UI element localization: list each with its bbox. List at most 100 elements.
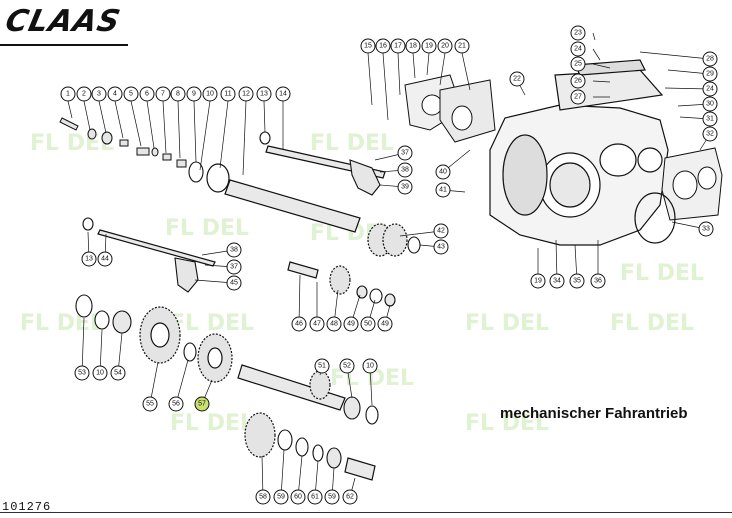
part-callout-circle — [702, 111, 718, 127]
part-callout-circle — [570, 73, 586, 89]
part-callout-circle — [107, 86, 123, 102]
part-callout-circle — [433, 223, 449, 239]
part-number-label: 23 — [574, 30, 582, 37]
part-number-label: 52 — [343, 363, 351, 370]
watermark: FL DEL — [465, 311, 549, 336]
part-number-label: 22 — [513, 76, 521, 83]
leader-lines — [67, 32, 711, 498]
cover-plate — [404, 74, 496, 143]
part-number-label: 58 — [259, 494, 267, 501]
part-number-label: 10 — [206, 91, 214, 98]
part-number-label: 55 — [146, 401, 154, 408]
part-number-label: 59 — [328, 494, 336, 501]
part-number-label: 54 — [114, 370, 122, 377]
part-callout-circle — [275, 86, 291, 102]
part-callout-circle — [220, 86, 236, 102]
part-number-label: 28 — [706, 56, 714, 63]
part-callout-circle — [702, 81, 718, 97]
part-callout-circle — [326, 316, 342, 332]
part-number-label: 42 — [437, 228, 445, 235]
part-number-label: 13 — [260, 91, 268, 98]
part-callout-circle — [702, 66, 718, 82]
gearbox-housing — [489, 59, 669, 246]
part-number-label: 38 — [401, 167, 409, 174]
part-callout-circle — [139, 86, 155, 102]
part-callout-circle — [397, 179, 413, 195]
gasket-part — [661, 147, 723, 221]
part-number-label: 61 — [311, 494, 319, 501]
part-number-label: 45 — [230, 280, 238, 287]
part-number-label: 18 — [409, 43, 417, 50]
part-number-label: 25 — [574, 61, 582, 68]
part-number-label: 19 — [534, 278, 542, 285]
part-callout-circle — [570, 56, 586, 72]
shift-forks — [174, 159, 381, 293]
part-number-label: 46 — [295, 321, 303, 328]
part-callout-circle — [110, 365, 126, 381]
part-callout-circle — [702, 126, 718, 142]
ring-gasket — [634, 192, 676, 244]
part-callout-circle — [433, 239, 449, 255]
part-number-label: 43 — [437, 244, 445, 251]
part-callout-circle — [590, 273, 606, 289]
watermark: FL DEL — [610, 311, 694, 336]
part-number-label: 19 — [425, 43, 433, 50]
part-callout-circle — [238, 86, 254, 102]
part-callout-circle — [256, 86, 272, 102]
part-callout-circle — [91, 86, 107, 102]
part-number-label: 50 — [364, 321, 372, 328]
part-callout-circle — [324, 489, 340, 505]
part-number-label: 51 — [318, 363, 326, 370]
part-number-label: 41 — [439, 187, 447, 194]
part-number-label: 53 — [78, 370, 86, 377]
part-number-label: 24 — [574, 46, 582, 53]
part-callout-circle — [194, 396, 210, 412]
part-callout-circle — [530, 273, 546, 289]
part-callout-circle — [60, 86, 76, 102]
part-callout-circle — [702, 51, 718, 67]
part-callout-circle — [290, 489, 306, 505]
part-number-label: 37 — [401, 150, 409, 157]
part-number-label: 3 — [97, 91, 101, 98]
watermark: FL DEL — [465, 411, 549, 436]
part-callout-circle — [375, 38, 391, 54]
part-number-label: 34 — [553, 278, 561, 285]
part-callout-circle — [309, 316, 325, 332]
part-callout-circle — [342, 489, 358, 505]
part-callout-circle — [339, 358, 355, 374]
part-callout-circle — [155, 86, 171, 102]
part-number-label: 32 — [706, 131, 714, 138]
watermark: FL DEL — [310, 131, 394, 156]
part-number-label: 17 — [394, 43, 402, 50]
part-callout-circle — [97, 251, 113, 267]
part-number-label: 44 — [101, 256, 109, 263]
part-callout-circle — [405, 38, 421, 54]
part-callout-circle — [377, 316, 393, 332]
part-number-label: 26 — [574, 78, 582, 85]
part-callout-circle — [92, 365, 108, 381]
part-number-label: 6 — [145, 91, 149, 98]
part-callout-circle — [81, 251, 97, 267]
part-callout-circle — [702, 96, 718, 112]
part-callout-circle — [255, 489, 271, 505]
part-callout-circle — [397, 145, 413, 161]
part-callout-circle — [570, 41, 586, 57]
document-number: 101276 — [2, 500, 52, 514]
part-number-label: 57 — [198, 401, 206, 408]
part-number-label: 1 — [66, 91, 70, 98]
part-number-label: 20 — [441, 43, 449, 50]
part-callout-circle — [569, 273, 585, 289]
part-callout-circle — [170, 86, 186, 102]
part-number-label: 16 — [379, 43, 387, 50]
part-number-label: 37 — [230, 264, 238, 271]
part-callout-circle — [360, 38, 376, 54]
part-callout-circle — [362, 358, 378, 374]
part-callout-circle — [437, 38, 453, 54]
part-callout-circle — [435, 182, 451, 198]
part-callout-circle — [454, 38, 470, 54]
part-callout-circle — [291, 316, 307, 332]
part-callout-circle — [360, 316, 376, 332]
part-callout-circle — [549, 273, 565, 289]
part-number-label: 2 — [82, 91, 86, 98]
